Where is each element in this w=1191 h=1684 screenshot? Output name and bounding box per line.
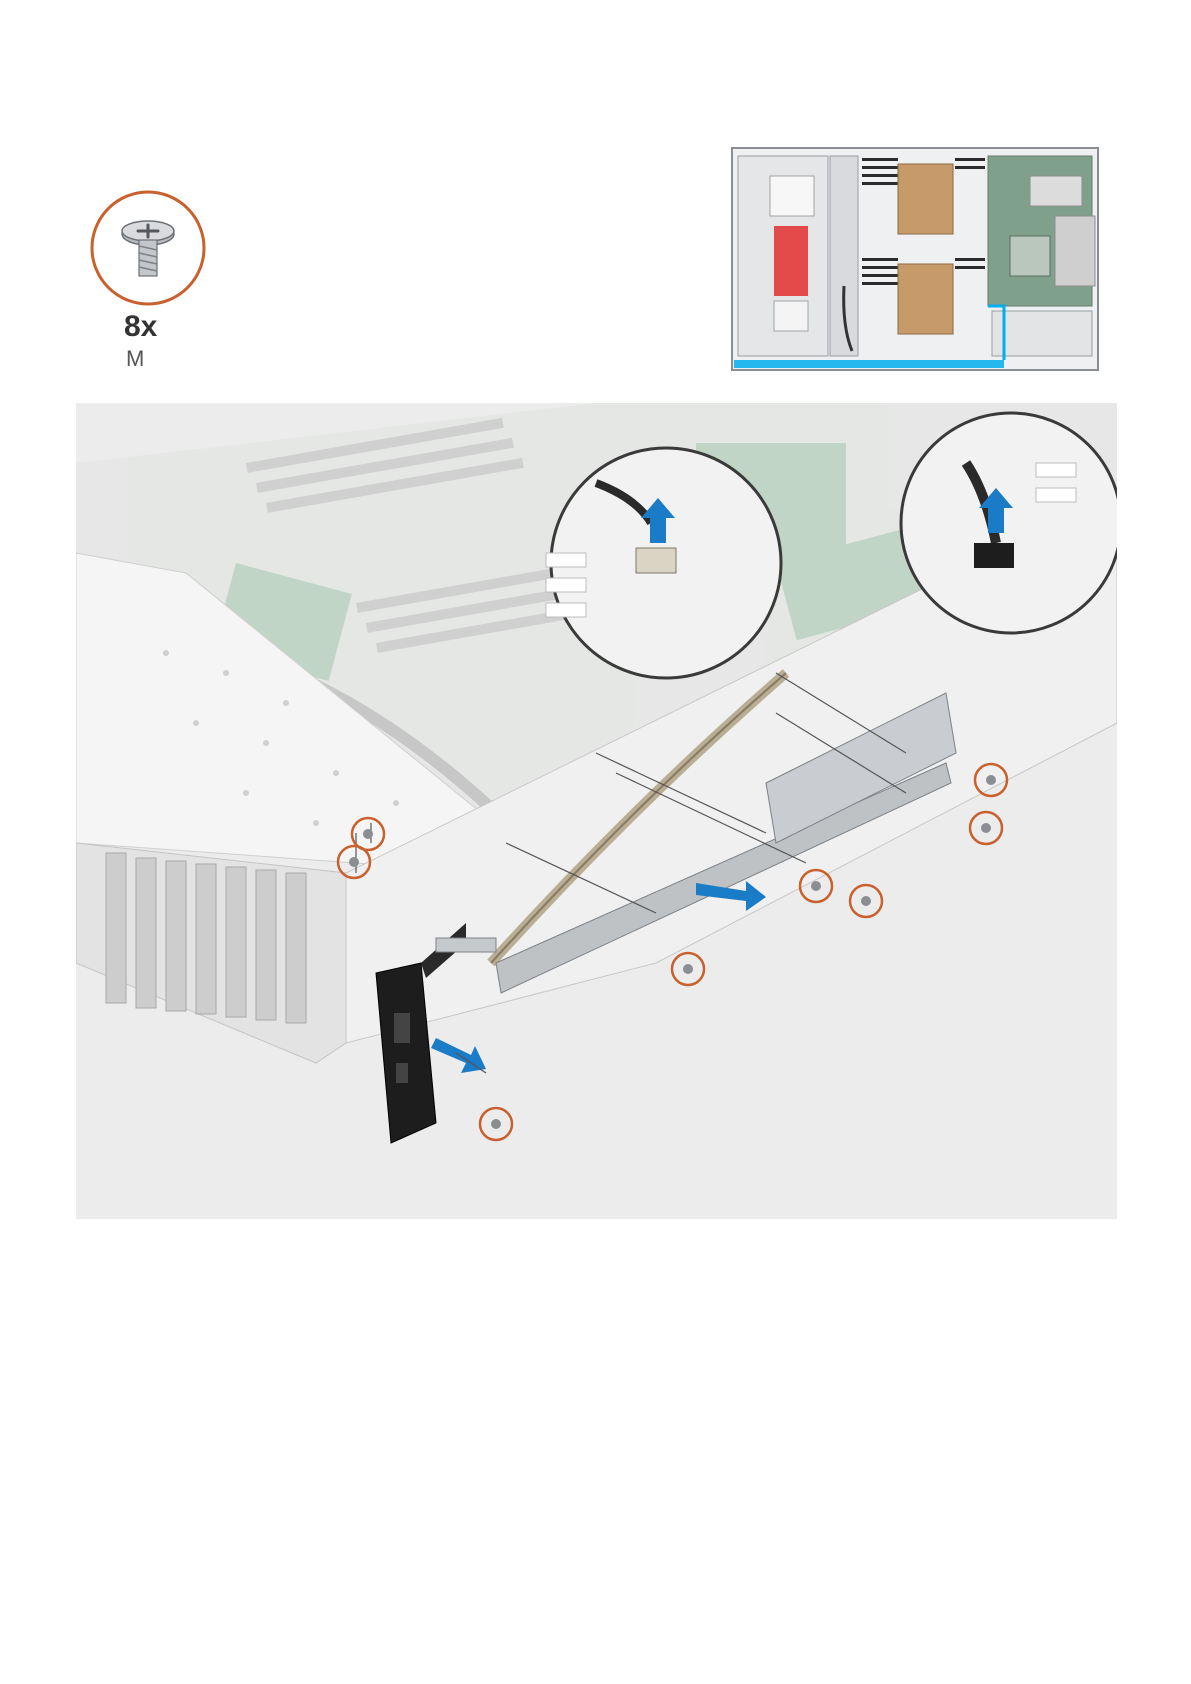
detail-callout-control-panel-cable xyxy=(901,413,1117,633)
screw-ring xyxy=(88,188,208,308)
screw-type-label: M xyxy=(126,346,144,372)
system-overview-image xyxy=(730,146,1100,378)
main-illustration xyxy=(76,403,1117,1219)
screw-quantity: 8x xyxy=(124,310,157,344)
screw-callout: 8x M xyxy=(88,188,228,378)
